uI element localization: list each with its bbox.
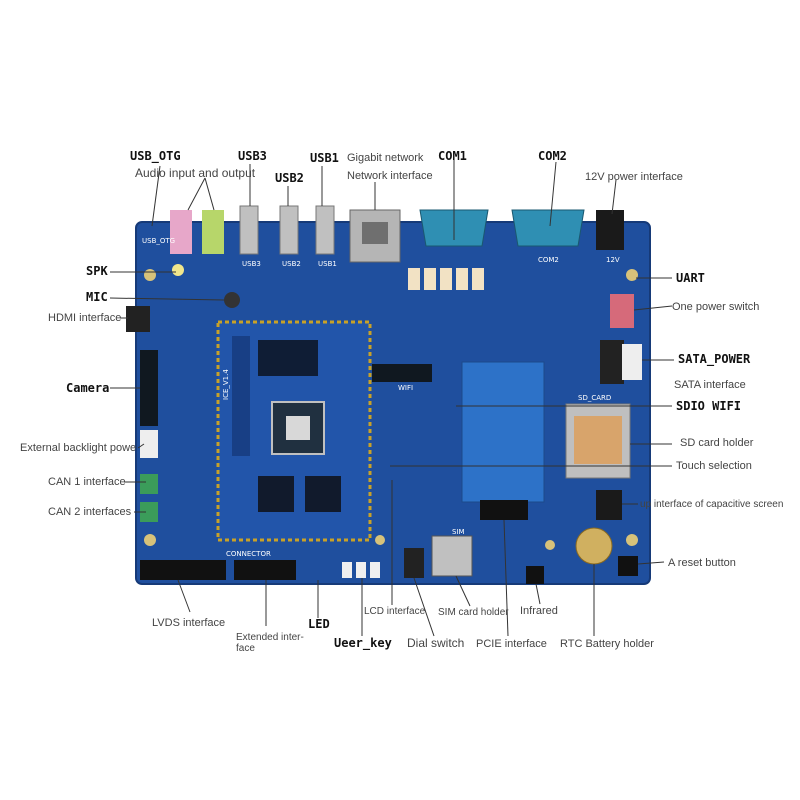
label-reset: A reset button	[668, 557, 736, 569]
label-infrared: Infrared	[520, 605, 558, 617]
power-jack	[596, 210, 624, 250]
rtc-battery	[575, 527, 613, 565]
lvds-header	[140, 560, 226, 580]
label-com1: COM1	[438, 149, 467, 163]
audio-jack-pink	[170, 210, 192, 254]
label-user-key: Ueer_key	[334, 636, 392, 650]
camera-header	[140, 350, 158, 426]
silk-sd-card: SD_CARD	[578, 394, 611, 402]
usb3-port	[239, 205, 259, 255]
silk-usb3: USB3	[242, 260, 261, 268]
hdmi-port	[126, 306, 150, 332]
silk-connector: CONNECTOR	[226, 550, 271, 558]
silk-12v: 12V	[606, 256, 620, 264]
terminal-blocks	[408, 268, 484, 290]
label-usb3: USB3	[238, 149, 267, 163]
emmc-chip	[258, 476, 294, 512]
usb1-port	[315, 205, 335, 255]
label-pcie: PCIE interface	[476, 638, 547, 650]
wifi-header	[372, 364, 432, 382]
label-power-switch: One power switch	[672, 301, 760, 313]
user-keys	[342, 562, 380, 578]
label-mic: MIC	[86, 290, 108, 304]
label-capacitive: up interface of capacitive screen	[640, 499, 784, 510]
silk-usb1: USB1	[318, 260, 337, 268]
pcie-slot	[461, 361, 545, 503]
sim-holder	[431, 535, 473, 577]
label-usb2: USB2	[275, 171, 304, 185]
label-lvds: LVDS interface	[152, 617, 226, 629]
label-sd-holder: SD card holder	[680, 437, 754, 449]
silk-sim: SIM	[452, 528, 465, 536]
label-lcd: LCD interface	[364, 606, 426, 617]
label-network: Network interface	[347, 170, 433, 182]
label-can1: CAN 1 interface	[48, 476, 126, 488]
label-sata: SATA interface	[674, 379, 746, 391]
label-spk: SPK	[86, 264, 108, 278]
can1-connector	[140, 474, 158, 494]
capacitive-connector	[596, 490, 622, 520]
label-sdio-wifi: SDIO WIFI	[676, 399, 742, 413]
sata-connector	[600, 340, 624, 384]
silk-com2: COM2	[538, 256, 559, 264]
label-can2: CAN 2 interfaces	[48, 506, 132, 518]
extended-header	[234, 560, 296, 580]
label-audio: Audio input and output	[135, 166, 256, 180]
mic-component	[224, 292, 240, 308]
dial-switch	[404, 548, 424, 578]
label-hdmi: HDMI interface	[48, 312, 122, 324]
can2-connector	[140, 502, 158, 522]
reset-button	[618, 556, 638, 576]
backlight-connector	[140, 430, 158, 458]
label-sata-power: SATA_POWER	[678, 352, 751, 366]
label-12v-power: 12V power interface	[585, 171, 683, 183]
infrared-receiver	[526, 566, 544, 584]
label-extended: Extended inter- face	[236, 632, 304, 654]
power-switch	[610, 294, 634, 328]
label-led: LED	[308, 617, 330, 631]
usb2-port	[279, 205, 299, 255]
silk-usb2: USB2	[282, 260, 301, 268]
com2-connector	[511, 209, 585, 247]
label-com2: COM2	[538, 149, 567, 163]
label-usb1: USB1	[310, 151, 339, 165]
flash-chip	[305, 476, 341, 512]
silk-wifi: WIFI	[398, 384, 413, 392]
label-uart: UART	[676, 271, 705, 285]
label-usb-otg: USB_OTG	[130, 149, 181, 163]
label-touch: Touch selection	[676, 460, 752, 472]
ram-chip	[258, 340, 318, 376]
label-rtc: RTC Battery holder	[560, 638, 654, 650]
pcb-board	[136, 222, 650, 584]
label-camera: Camera	[66, 381, 110, 395]
silk-core-version: ICE_V1.4	[222, 369, 230, 400]
mounting-holes	[144, 269, 638, 550]
leader-lines	[109, 158, 674, 637]
label-gigabit: Gigabit network	[347, 152, 424, 164]
silk-usb-otg: USB_OTG	[142, 237, 175, 245]
label-sim: SIM card holder	[438, 607, 509, 618]
label-dial-switch: Dial switch	[407, 636, 465, 650]
audio-jack-green	[202, 210, 224, 254]
label-backlight: External backlight powe	[20, 442, 137, 454]
